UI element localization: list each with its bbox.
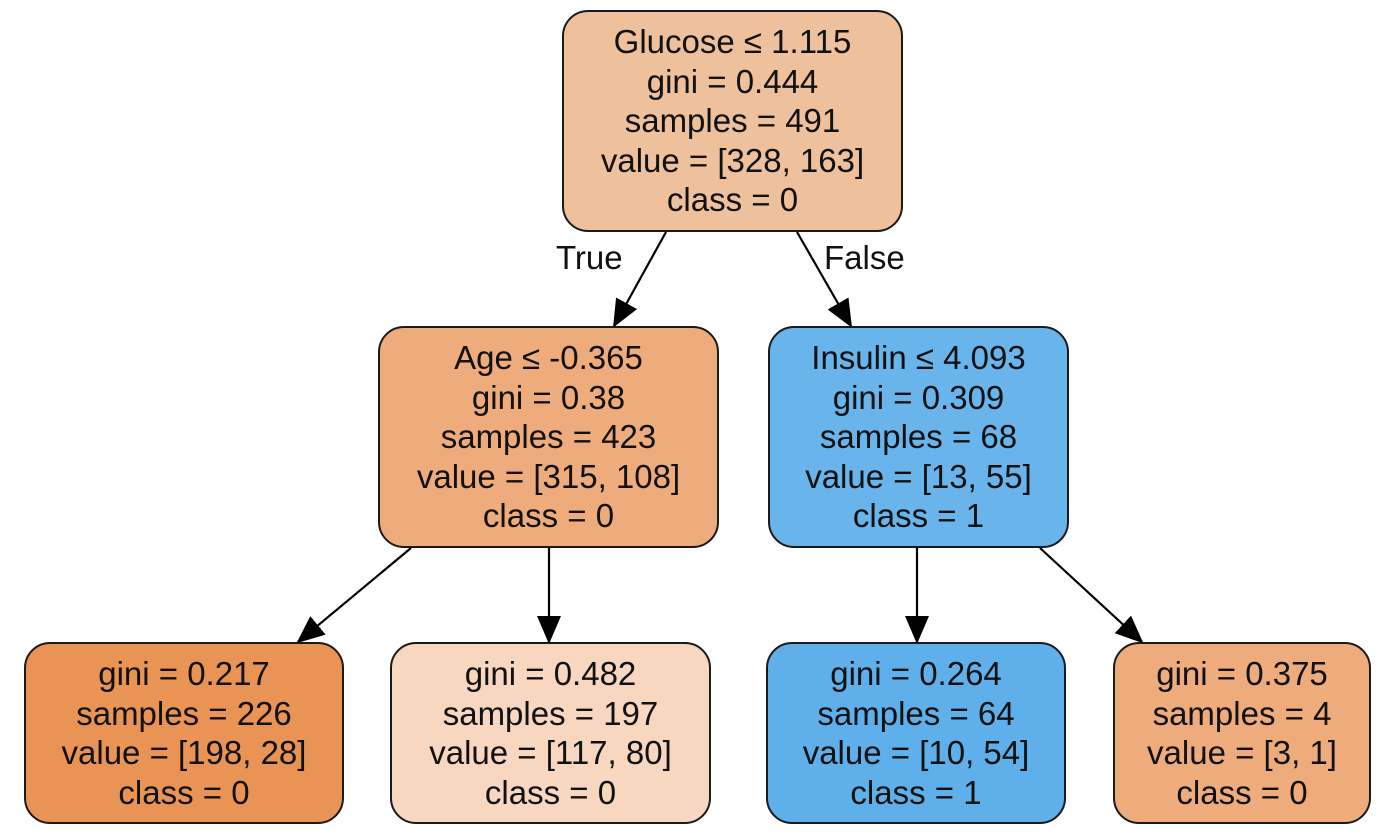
node-value: value = [328, 163]	[600, 141, 865, 179]
node-gini: gini = 0.217	[98, 655, 270, 692]
node-gini: gini = 0.264	[830, 655, 1002, 692]
tree-edge-arrow	[796, 231, 852, 328]
node-class: class = 0	[482, 497, 615, 535]
tree-leaf-node: gini = 0.264 samples = 64 value = [10, 5…	[766, 642, 1066, 824]
node-value: value = [13, 55]	[805, 457, 1032, 495]
node-class: class = 1	[852, 497, 985, 535]
node-samples: samples = 491	[624, 102, 841, 140]
node-gini: gini = 0.309	[832, 378, 1005, 416]
edge-label-true: True	[556, 239, 623, 276]
node-value: value = [315, 108]	[416, 457, 681, 495]
node-split-rule: Insulin ≤ 4.093	[811, 339, 1026, 377]
tree-leaf-node: gini = 0.482 samples = 197 value = [117,…	[390, 642, 711, 824]
node-class: class = 0	[1176, 773, 1308, 811]
node-gini: gini = 0.444	[646, 62, 819, 100]
tree-edge-arrow	[296, 547, 412, 644]
tree-node-root: Glucose ≤ 1.115 gini = 0.444 samples = 4…	[562, 10, 903, 232]
tree-edge-arrow	[613, 231, 667, 328]
node-class: class = 0	[484, 773, 617, 811]
node-value: value = [10, 54]	[802, 734, 1030, 771]
tree-node-insulin-split: Insulin ≤ 4.093 gini = 0.309 samples = 6…	[768, 326, 1069, 548]
node-split-rule: Age ≤ -0.365	[454, 339, 643, 377]
node-class: class = 1	[850, 773, 982, 811]
node-samples: samples = 64	[817, 694, 1015, 732]
tree-leaf-node: gini = 0.375 samples = 4 value = [3, 1] …	[1113, 642, 1371, 824]
tree-node-age-split: Age ≤ -0.365 gini = 0.38 samples = 423 v…	[378, 326, 719, 548]
node-value: value = [198, 28]	[61, 734, 307, 771]
node-value: value = [117, 80]	[429, 734, 672, 771]
node-class: class = 0	[666, 181, 799, 219]
node-value: value = [3, 1]	[1147, 734, 1337, 771]
node-class: class = 0	[118, 773, 250, 811]
tree-leaf-node: gini = 0.217 samples = 226 value = [198,…	[24, 642, 344, 824]
edge-label-false: False	[824, 239, 905, 276]
node-split-rule: Glucose ≤ 1.115	[613, 23, 852, 61]
node-samples: samples = 226	[76, 694, 292, 732]
node-gini: gini = 0.482	[464, 655, 637, 692]
node-gini: gini = 0.38	[471, 378, 626, 416]
node-samples: samples = 423	[440, 418, 657, 456]
tree-edge-arrow	[1039, 547, 1144, 644]
node-samples: samples = 4	[1152, 694, 1332, 732]
node-gini: gini = 0.375	[1156, 655, 1328, 692]
node-samples: samples = 197	[442, 694, 659, 732]
node-samples: samples = 68	[819, 418, 1018, 456]
